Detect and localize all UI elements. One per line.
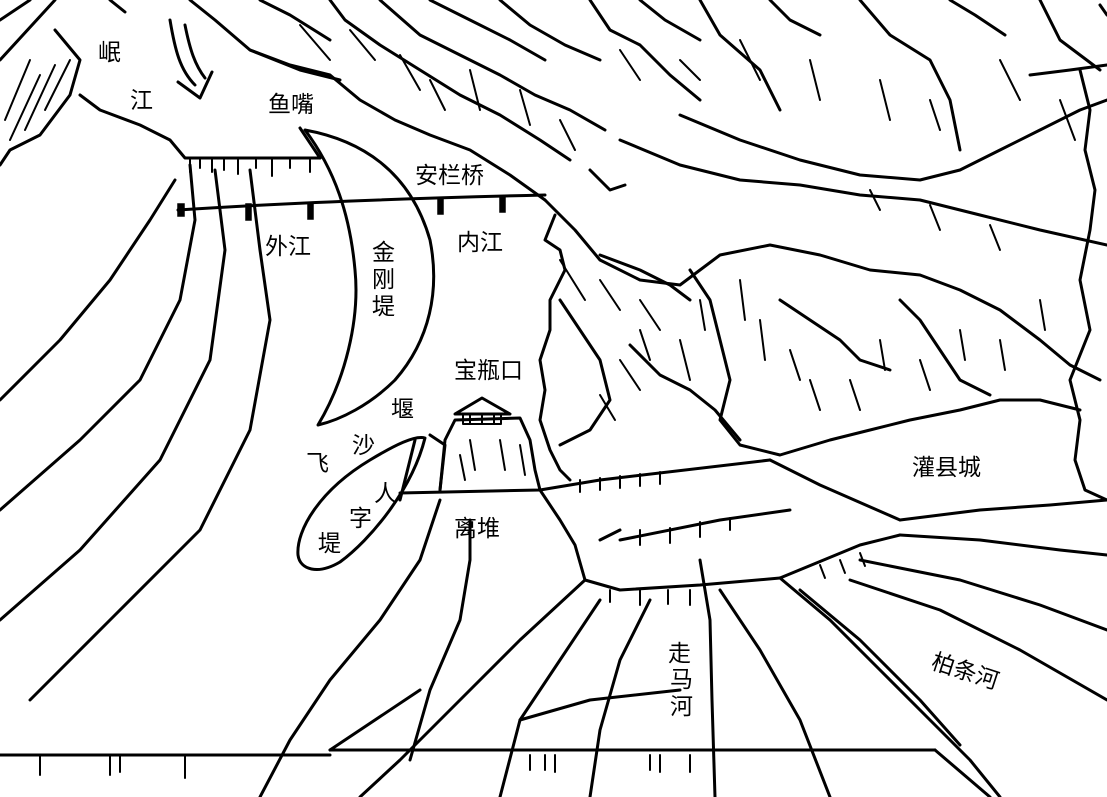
jingang-dike — [303, 128, 436, 427]
canals — [0, 458, 1107, 797]
label-baitiao-river: 柏条河 — [928, 649, 1002, 695]
map-labels: 岷 江 鱼嘴 安栏桥 外江 内江 金 刚 堤 宝瓶口 飞 沙 堰 人 字 堤 离… — [98, 40, 1002, 720]
label-zouma-river-1: 走 — [668, 641, 691, 667]
label-feisha-weir-3: 堰 — [391, 397, 414, 423]
flow-arrow-icon — [168, 18, 214, 100]
label-feisha-weir-2: 沙 — [352, 433, 375, 459]
label-anlan-bridge: 安栏桥 — [415, 163, 484, 189]
label-min-river-2: 江 — [130, 88, 153, 114]
label-feisha-weir-1: 飞 — [306, 451, 329, 477]
label-jingang-dike-1: 金 — [372, 240, 395, 266]
renzi-dike — [296, 435, 427, 571]
label-lidui: 离堆 — [454, 516, 500, 542]
label-inner-river: 内江 — [457, 230, 503, 256]
label-guanxian-city: 灌县城 — [912, 455, 981, 481]
lidui-hill — [438, 416, 542, 492]
label-renzi-dike-3: 堤 — [318, 531, 341, 557]
label-min-river-1: 岷 — [98, 40, 121, 66]
left-mountains — [0, 0, 127, 167]
label-jingang-dike-2: 刚 — [372, 267, 395, 293]
label-jingang-dike-3: 堤 — [372, 294, 395, 320]
right-mountains — [543, 3, 1107, 502]
label-zouma-river-3: 河 — [670, 694, 693, 720]
label-zouma-river-2: 马 — [670, 667, 693, 693]
label-renzi-dike-1: 人 — [374, 481, 397, 507]
pavilion-icon — [453, 396, 512, 425]
label-outer-river: 外江 — [265, 234, 311, 260]
label-renzi-dike-2: 字 — [349, 506, 372, 532]
anlan-bridge — [176, 157, 547, 221]
label-bottle-neck: 宝瓶口 — [454, 358, 523, 384]
riverbanks — [0, 48, 572, 702]
upper-mountains — [188, 0, 1102, 202]
label-fish-mouth: 鱼嘴 — [268, 92, 314, 118]
